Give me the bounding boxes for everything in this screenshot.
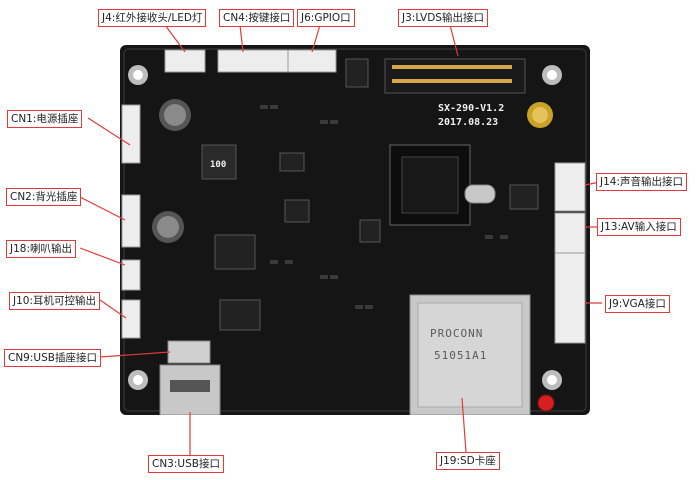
left-connectors (121, 104, 141, 339)
callout-j13: J13:AV输入接口 (597, 218, 681, 236)
right-connectors (554, 162, 586, 344)
board-model-text: SX-290-V1.2 (438, 103, 504, 114)
callout-j10: J10:耳机可控输出 (9, 292, 100, 310)
callout-j4: J4:红外接收头/LED灯 (98, 9, 207, 27)
pcb-board: 100 PROCONN 51051A1 SX-290-V1.2 2017 (120, 45, 590, 416)
callout-j19: J19:SD卡座 (436, 452, 500, 470)
callout-j14: J14:声音输出接口 (596, 173, 687, 191)
usb-connector (159, 340, 221, 416)
capacitors (152, 99, 553, 243)
small-ics (214, 152, 539, 331)
callout-cn9: CN9:USB插座接口 (4, 349, 101, 367)
callout-cn1: CN1:电源插座 (7, 110, 83, 128)
inductor (201, 144, 237, 180)
sd-part-text: 51051A1 (434, 349, 487, 362)
chip-mark-text: 100 (210, 160, 226, 170)
red-led (537, 394, 555, 412)
callout-cn2: CN2:背光插座 (6, 188, 82, 206)
smd-components (260, 105, 508, 309)
callout-j9: J9:VGA接口 (605, 295, 670, 313)
crystal-oscillator (464, 184, 496, 204)
callout-j6: J6:GPIO口 (297, 9, 355, 27)
callout-j3: J3:LVDS输出接口 (398, 9, 488, 27)
mounting-holes (128, 65, 562, 390)
callout-j18: J18:喇叭输出 (6, 240, 76, 258)
board-date-text: 2017.08.23 (438, 117, 498, 128)
sd-brand-text: PROCONN (430, 327, 483, 340)
callout-cn4: CN4:按键接口 (219, 9, 295, 27)
pcb-board-drawing: 100 PROCONN 51051A1 SX-290-V1.2 2017 (120, 45, 590, 416)
callout-cn3: CN3:USB接口 (148, 455, 224, 473)
top-connectors (164, 49, 526, 94)
